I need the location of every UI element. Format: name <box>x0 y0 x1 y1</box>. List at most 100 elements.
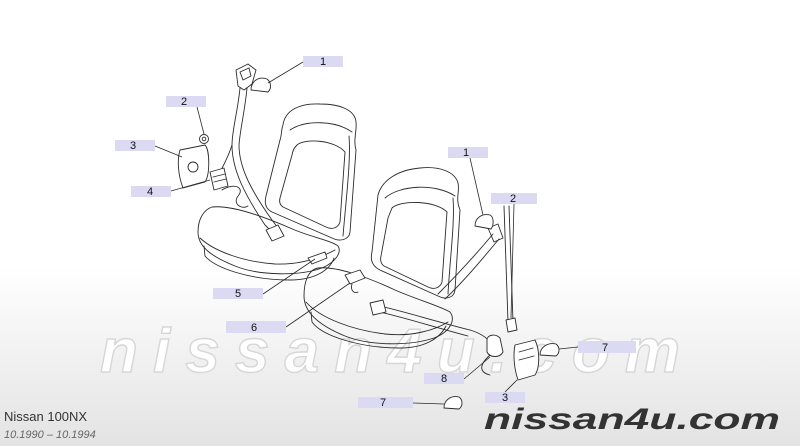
callout-number: 7 <box>602 342 608 354</box>
callout-box <box>485 392 525 403</box>
callout-number: 6 <box>251 322 257 334</box>
right-seat-backrest <box>370 167 461 299</box>
right-anchor-stalk-edge-a <box>503 205 509 323</box>
right-seat-backrest-panel <box>380 202 448 289</box>
callout-right-3: 3 <box>485 392 525 404</box>
callout-number: 3 <box>502 392 508 404</box>
brand-mark: nissan4u.com <box>484 403 780 436</box>
callout-left-5: 5 <box>213 288 263 300</box>
part-7-lower-cap <box>443 396 463 410</box>
part-1-right-cap <box>474 214 494 230</box>
leader-left-2 <box>196 106 205 135</box>
left-seat-headrest-line <box>289 122 353 133</box>
leader-left-1 <box>267 61 304 84</box>
leader-left-6 <box>285 282 351 328</box>
right-retractor-detail <box>518 347 535 361</box>
callout-right-1: 1 <box>448 147 488 159</box>
leader-right-3 <box>504 379 518 393</box>
left-shoulder-belt-edge-b <box>238 87 279 229</box>
callout-number: 5 <box>235 288 241 300</box>
left-seat-backrest <box>264 103 357 241</box>
callout-box <box>226 321 286 333</box>
callout-left-6: 6 <box>226 321 286 334</box>
leader-left-3 <box>154 145 183 158</box>
callout-box <box>115 140 155 151</box>
callout-box <box>448 147 488 158</box>
callouts: 1 2 3 4 5 6 1 2 <box>115 56 636 409</box>
part-7-right-cap <box>539 343 560 357</box>
left-bolt-head <box>201 136 207 142</box>
callout-box <box>358 397 413 408</box>
left-retractor-cover-hole <box>187 161 199 173</box>
leader-left-5 <box>262 258 316 295</box>
production-period: 10.1990 – 10.1994 <box>4 429 96 441</box>
callout-number: 7 <box>380 397 386 409</box>
left-seat-backrest-panel <box>279 140 346 229</box>
callout-box <box>424 373 464 384</box>
right-seat <box>303 167 461 349</box>
left-seat-bolster-line <box>342 135 350 237</box>
part-3-left-retractor-cover <box>177 144 210 189</box>
right-shoulder-belt-edge-b <box>444 238 500 300</box>
right-belt-tongue <box>369 299 387 316</box>
right-belt-guide <box>487 223 504 243</box>
callout-left-3: 3 <box>115 140 155 152</box>
right-retractor-body <box>513 339 540 381</box>
callout-left-2: 2 <box>166 96 206 108</box>
callout-box <box>303 56 343 67</box>
callout-number: 4 <box>147 186 153 198</box>
left-bolt-washer <box>199 134 209 144</box>
part-8-buckle <box>481 334 504 376</box>
callout-right-8: 8 <box>424 373 464 385</box>
leader-right-7 <box>558 346 579 350</box>
right-anchor-stalk-end <box>505 317 518 333</box>
left-retractor-cover-body <box>177 144 210 189</box>
callout-box <box>491 193 537 204</box>
part-2-left-bolt <box>199 134 209 144</box>
callout-box <box>213 288 263 299</box>
callout-left-1: 1 <box>303 56 343 68</box>
model-name: Nissan 100NX <box>4 409 87 424</box>
callout-number: 2 <box>181 96 187 108</box>
callout-number: 1 <box>320 56 326 68</box>
buckle-stalk-body <box>344 269 366 285</box>
left-retractor-detail <box>212 173 227 183</box>
right-seat-headrest-line <box>384 186 456 199</box>
right-seat-cushion <box>303 267 453 345</box>
callout-box <box>166 96 206 107</box>
left-belt-tongue <box>265 224 285 242</box>
callout-number: 3 <box>130 140 136 152</box>
leader-left-4 <box>170 179 211 192</box>
part-2-right-anchor-stalk <box>503 205 518 333</box>
leader-lines <box>154 61 579 405</box>
right-seat-cushion-front <box>305 301 449 336</box>
callout-left-4: 4 <box>131 186 171 198</box>
buckle-cable <box>481 354 491 376</box>
callout-box <box>578 341 636 353</box>
leader-lower-7 <box>412 402 445 405</box>
buckle-stalk-cable <box>351 283 359 293</box>
right-anchor-stalk-edge-b <box>508 205 514 323</box>
callout-right-7: 7 <box>578 341 636 354</box>
part-3-right-retractor <box>513 339 540 381</box>
part-1-left-cap <box>250 77 271 93</box>
left-lap-cable <box>221 185 249 208</box>
left-retractor-body <box>209 167 229 191</box>
leader-right-8 <box>463 356 491 380</box>
callout-right-2: 2 <box>491 193 537 205</box>
callout-number: 1 <box>463 147 469 159</box>
left-shoulder-belt-edge-a <box>231 87 273 233</box>
right-belt-assembly <box>369 223 504 343</box>
leader-right-2 <box>510 203 515 319</box>
callout-number: 8 <box>441 373 447 385</box>
callout-box <box>131 186 171 197</box>
right-shoulder-belt-edge-a <box>437 233 494 295</box>
part-6-buckle-stalk <box>344 269 366 293</box>
callout-number: 2 <box>510 193 516 205</box>
left-upper-anchor-slot <box>239 67 252 81</box>
right-seat-base <box>310 311 447 349</box>
callout-lower-7: 7 <box>358 397 413 409</box>
part-4-left-retractor <box>209 167 229 191</box>
